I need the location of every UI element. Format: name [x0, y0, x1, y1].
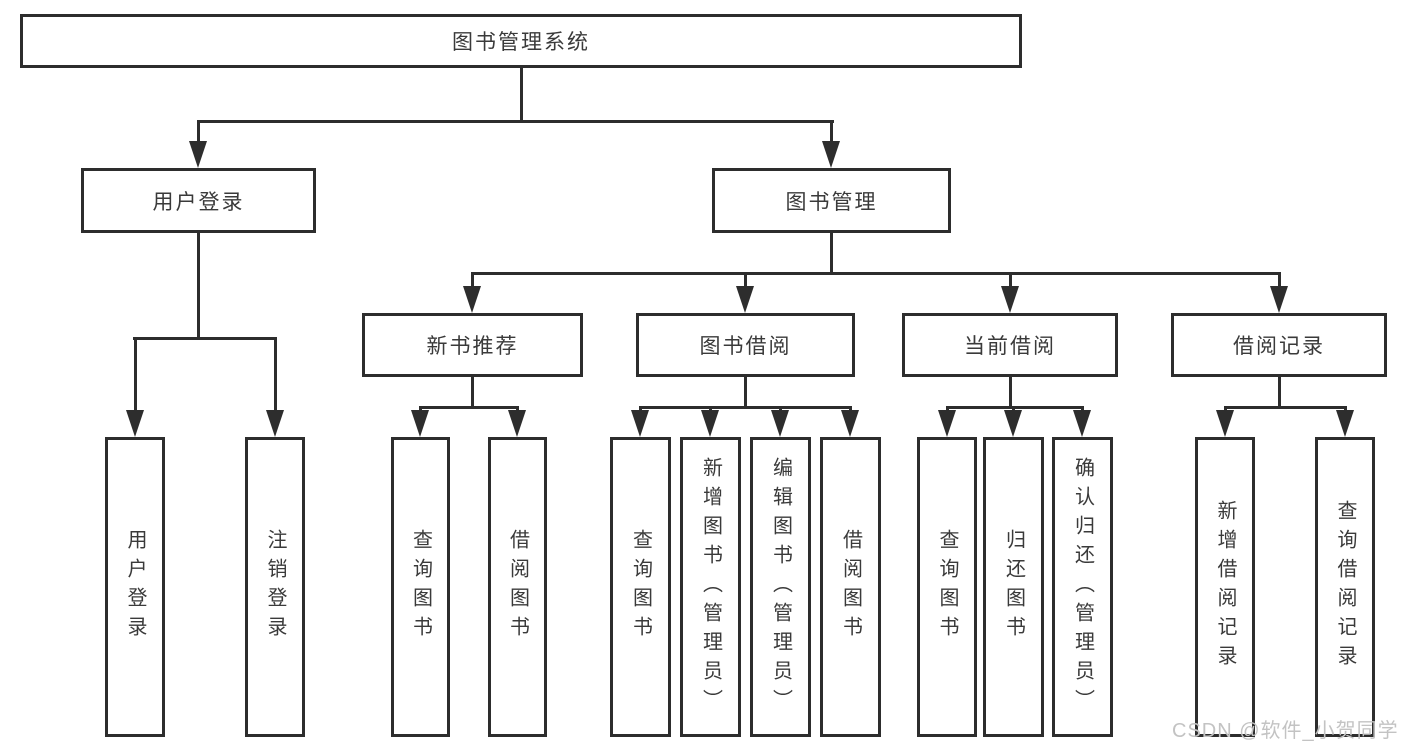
leaf-current-confirm-return: 确认归还（管理员） — [1052, 437, 1113, 737]
node-borrow-records-label: 借阅记录 — [1233, 335, 1325, 358]
leaf-borrow-add-book-label: 新增图书（管理员） — [699, 456, 722, 718]
leaf-records-add-label: 新增借阅记录 — [1214, 500, 1236, 674]
node-root-label: 图书管理系统 — [452, 31, 590, 54]
arrow-down-icon — [463, 286, 481, 313]
arrow-down-icon — [126, 410, 144, 437]
arrow-down-icon — [411, 410, 429, 437]
arrow-down-icon — [1216, 410, 1234, 437]
connector-vline — [1278, 377, 1281, 409]
node-user-login-label: 用户登录 — [152, 190, 245, 214]
leaf-borrow-borrow-book: 借阅图书 — [820, 437, 881, 737]
leaf-borrow-borrow-book-label: 借阅图书 — [839, 529, 862, 645]
leaf-current-query-label: 查询图书 — [936, 529, 958, 645]
leaf-current-return: 归还图书 — [983, 437, 1044, 737]
connector-hline — [419, 406, 519, 409]
leaf-borrow-add-book: 新增图书（管理员） — [680, 437, 741, 737]
connector-vline — [520, 68, 523, 123]
connector-hline — [639, 406, 851, 409]
node-book-borrow: 图书借阅 — [636, 313, 855, 377]
connector-vline — [830, 233, 833, 275]
leaf-records-query-label: 查询借阅记录 — [1334, 500, 1356, 674]
leaf-borrow-edit-book-label: 编辑图书（管理员） — [769, 456, 792, 718]
leaf-borrow-query: 查询图书 — [610, 437, 671, 737]
leaf-borrow-query-label: 查询图书 — [629, 529, 652, 645]
connector-vline — [471, 377, 474, 409]
arrow-down-icon — [508, 410, 526, 437]
connector-hline — [1224, 406, 1346, 409]
node-new-book-recommend: 新书推荐 — [362, 313, 583, 377]
node-user-login: 用户登录 — [81, 168, 316, 233]
connector-vline — [1009, 377, 1012, 409]
leaf-logout-label: 注销登录 — [264, 529, 286, 645]
arrow-down-icon — [938, 410, 956, 437]
connector-vline — [830, 120, 833, 144]
connector-hline — [197, 120, 834, 123]
arrow-down-icon — [1336, 410, 1354, 437]
leaf-current-return-label: 归还图书 — [1002, 529, 1025, 645]
node-new-book-recommend-label: 新书推荐 — [426, 335, 519, 358]
connector-hline — [133, 337, 277, 340]
arrow-down-icon — [701, 410, 719, 437]
arrow-down-icon — [189, 141, 207, 168]
connector-vline — [197, 233, 200, 340]
csdn-watermark: CSDN @软件_小贺同学 — [1172, 720, 1399, 742]
leaf-records-add: 新增借阅记录 — [1195, 437, 1255, 737]
arrow-down-icon — [1270, 286, 1288, 313]
arrow-down-icon — [841, 410, 859, 437]
connector-vline — [134, 337, 137, 413]
arrow-down-icon — [1073, 410, 1091, 437]
connector-vline — [471, 272, 474, 290]
connector-vline — [274, 337, 277, 413]
node-current-borrow-label: 当前借阅 — [964, 335, 1056, 358]
leaf-newbooks-query: 查询图书 — [391, 437, 450, 737]
arrow-down-icon — [266, 410, 284, 437]
connector-vline — [744, 272, 747, 290]
leaf-newbooks-borrow: 借阅图书 — [488, 437, 547, 737]
node-current-borrow: 当前借阅 — [902, 313, 1118, 377]
node-book-management-label: 图书管理 — [785, 190, 878, 214]
arrow-down-icon — [1004, 410, 1022, 437]
connector-vline — [744, 377, 747, 409]
node-book-borrow-label: 图书借阅 — [699, 335, 792, 358]
node-root: 图书管理系统 — [20, 14, 1022, 68]
leaf-user-login: 用户登录 — [105, 437, 165, 737]
connector-vline — [1278, 272, 1281, 290]
connector-vline — [1009, 272, 1012, 290]
arrow-down-icon — [631, 410, 649, 437]
node-book-management: 图书管理 — [712, 168, 951, 233]
leaf-current-query: 查询图书 — [917, 437, 977, 737]
leaf-records-query: 查询借阅记录 — [1315, 437, 1375, 737]
leaf-current-confirm-return-label: 确认归还（管理员） — [1071, 456, 1094, 718]
arrow-down-icon — [736, 286, 754, 313]
connector-vline — [197, 120, 200, 144]
leaf-borrow-edit-book: 编辑图书（管理员） — [750, 437, 811, 737]
connector-hline — [471, 272, 1281, 275]
leaf-newbooks-borrow-label: 借阅图书 — [506, 529, 529, 645]
leaf-newbooks-query-label: 查询图书 — [409, 529, 432, 645]
arrow-down-icon — [771, 410, 789, 437]
leaf-logout: 注销登录 — [245, 437, 305, 737]
node-borrow-records: 借阅记录 — [1171, 313, 1387, 377]
leaf-user-login-label: 用户登录 — [124, 529, 146, 645]
arrow-down-icon — [1001, 286, 1019, 313]
arrow-down-icon — [822, 141, 840, 168]
